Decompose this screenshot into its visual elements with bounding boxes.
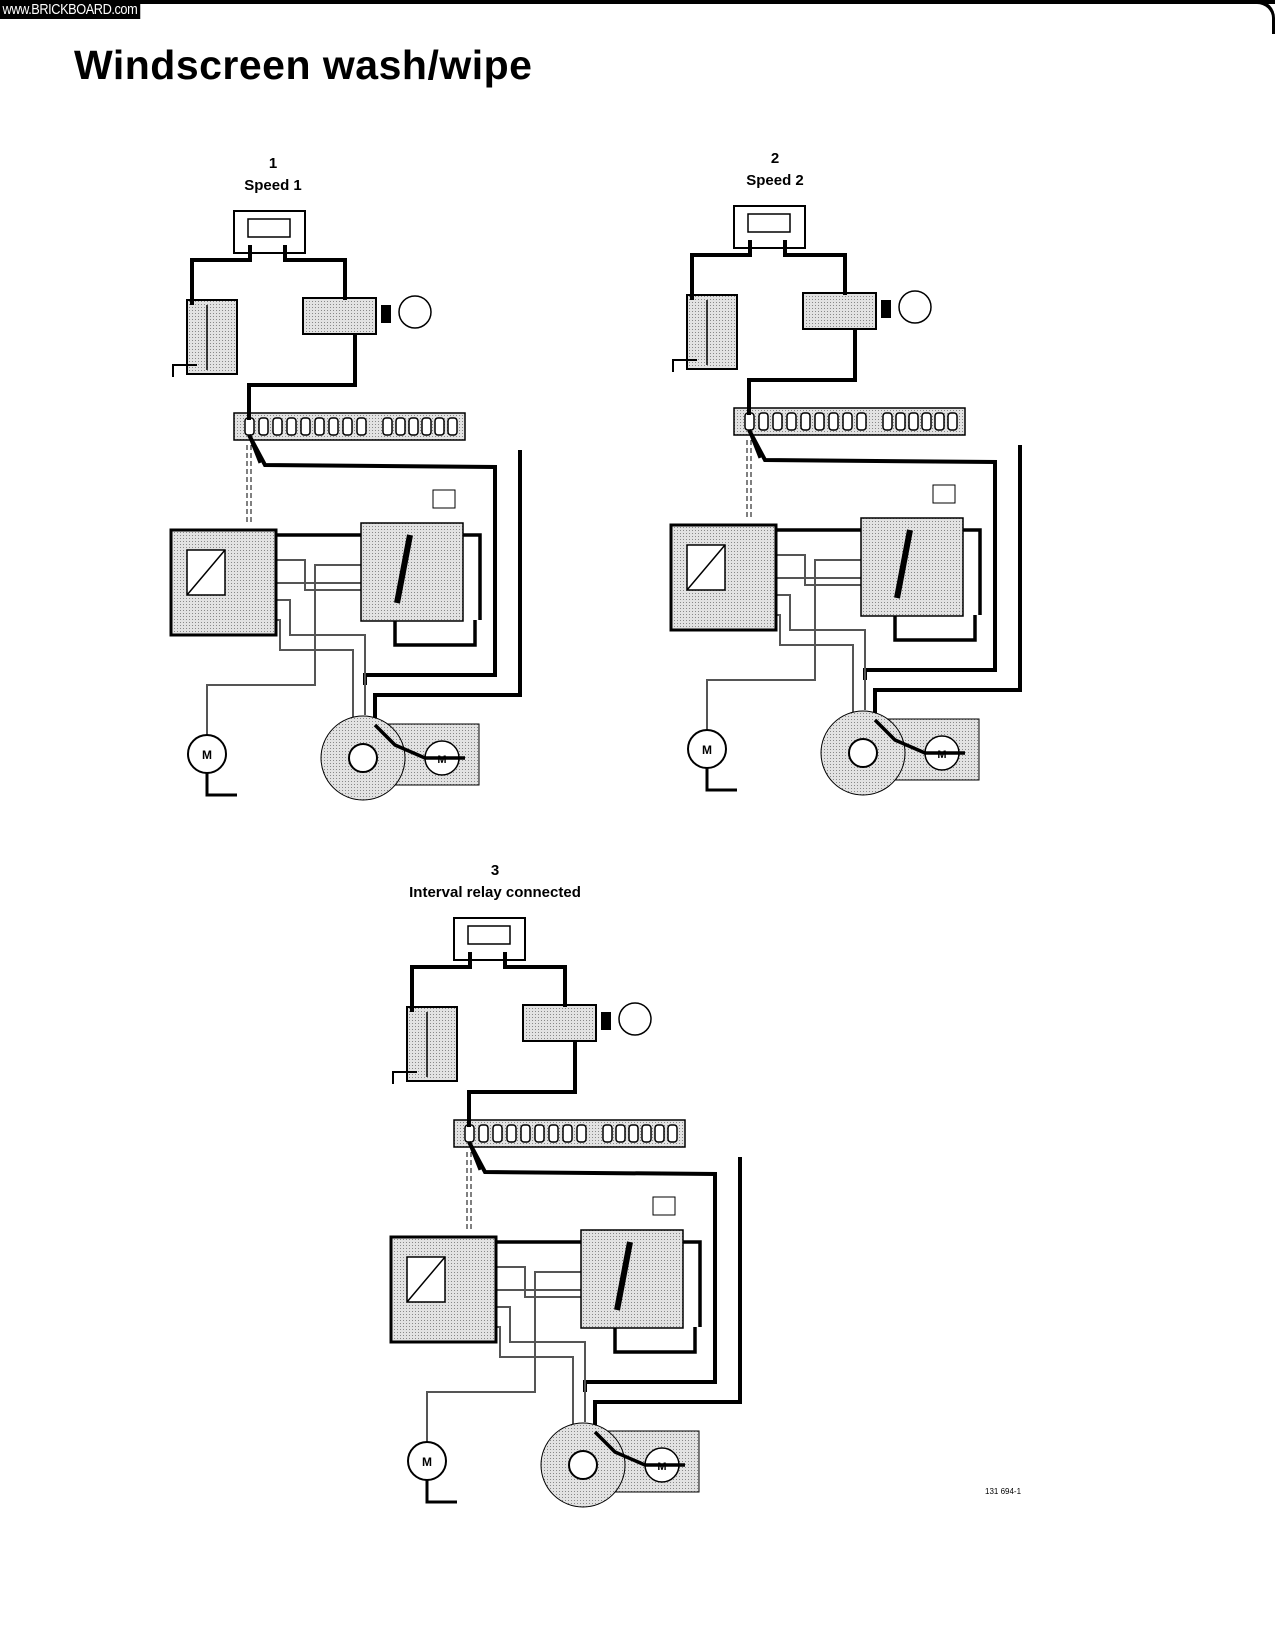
- page-border-corner: [1252, 0, 1275, 34]
- ignition-switch: [302, 297, 377, 335]
- fuse: [244, 417, 255, 436]
- svg-text:M: M: [937, 749, 946, 761]
- fuse: [947, 412, 958, 431]
- wiring-diagram-speed-2: M M: [665, 200, 1085, 820]
- fuse: [464, 1124, 475, 1143]
- diagram-2-caption: 2 Speed 2: [625, 148, 925, 192]
- fuse: [786, 412, 797, 431]
- fuse: [447, 417, 458, 436]
- ground-wire: [672, 359, 697, 372]
- dial-icon: [898, 290, 932, 324]
- fuse: [814, 412, 825, 431]
- fuse: [506, 1124, 517, 1143]
- wiper-motor: M: [320, 715, 480, 801]
- fuse: [562, 1124, 573, 1143]
- fuse: [842, 412, 853, 431]
- page-title: Windscreen wash/wipe: [74, 42, 533, 88]
- switch-knob: [381, 305, 391, 323]
- svg-text:M: M: [422, 1455, 432, 1469]
- fuse: [395, 417, 406, 436]
- ignition-connector: [733, 205, 806, 249]
- diagram-1-caption: 1 Speed 1: [123, 153, 423, 197]
- fuse: [895, 412, 906, 431]
- ignition-switch: [522, 1004, 597, 1042]
- diagram-1-title: Speed 1: [244, 177, 302, 194]
- return-wire: [873, 445, 1022, 720]
- supply-wire: [190, 245, 497, 685]
- reference-code: 131 694-1: [985, 1487, 1022, 1496]
- fuse: [615, 1124, 626, 1143]
- fuse: [434, 417, 445, 436]
- fuse: [654, 1124, 665, 1143]
- fuse: [576, 1124, 587, 1143]
- fuse: [258, 417, 269, 436]
- fuse: [856, 412, 867, 431]
- fuse: [908, 412, 919, 431]
- fuse: [520, 1124, 531, 1143]
- fuse: [628, 1124, 639, 1143]
- signal-wires: [206, 559, 366, 735]
- fuse: [342, 417, 353, 436]
- diagram-2-number: 2: [770, 150, 780, 167]
- return-wire: [593, 1157, 742, 1432]
- signal-wires: [426, 1266, 586, 1442]
- supply-wire: [690, 240, 997, 680]
- battery: [186, 299, 238, 375]
- return-wire: [373, 450, 522, 725]
- ignition-switch: [802, 292, 877, 330]
- fuse: [602, 1124, 613, 1143]
- svg-text:M: M: [702, 743, 712, 757]
- fuse: [882, 412, 893, 431]
- ground-wire: [392, 1071, 417, 1084]
- wiring-diagram-speed-1: M M: [165, 205, 585, 825]
- diagram-3-number: 3: [490, 862, 500, 879]
- ground-wire: [172, 364, 197, 377]
- switch-knob: [601, 1012, 611, 1030]
- fuse: [800, 412, 811, 431]
- battery: [686, 294, 738, 370]
- fuse: [382, 417, 393, 436]
- svg-text:M: M: [657, 1461, 666, 1473]
- fuse: [314, 417, 325, 436]
- dial-icon: [618, 1002, 652, 1036]
- battery: [406, 1006, 458, 1082]
- ignition-connector: [453, 917, 526, 961]
- fuse: [667, 1124, 678, 1143]
- wiper-motor: M: [540, 1422, 700, 1508]
- fuse: [478, 1124, 489, 1143]
- fuse: [328, 417, 339, 436]
- diagram-3-title: Interval relay connected: [409, 884, 581, 901]
- dial-icon: [398, 295, 432, 329]
- fuse: [300, 417, 311, 436]
- svg-text:M: M: [437, 754, 446, 766]
- fuse: [934, 412, 945, 431]
- fuse: [772, 412, 783, 431]
- fuse: [492, 1124, 503, 1143]
- fuse: [641, 1124, 652, 1143]
- fuse: [286, 417, 297, 436]
- fuse: [744, 412, 755, 431]
- fuse: [828, 412, 839, 431]
- svg-text:M: M: [202, 748, 212, 762]
- watermark: www.BRICKBOARD.com: [0, 0, 140, 19]
- diagram-3-caption: 3 Interval relay connected: [345, 860, 645, 904]
- fuse: [408, 417, 419, 436]
- switch-knob: [881, 300, 891, 318]
- page-border-top: [0, 0, 1275, 4]
- diagram-1-number: 1: [268, 155, 278, 172]
- fuse: [921, 412, 932, 431]
- fuse: [356, 417, 367, 436]
- fuse: [758, 412, 769, 431]
- diagram-2-title: Speed 2: [746, 172, 804, 189]
- fuse: [534, 1124, 545, 1143]
- fuse: [548, 1124, 559, 1143]
- supply-wire: [410, 952, 717, 1392]
- wiper-motor: M: [820, 710, 980, 796]
- signal-wires: [706, 554, 866, 730]
- fuse: [421, 417, 432, 436]
- wiring-diagram-interval-relay: M M: [385, 912, 805, 1532]
- fuse: [272, 417, 283, 436]
- ignition-connector: [233, 210, 306, 254]
